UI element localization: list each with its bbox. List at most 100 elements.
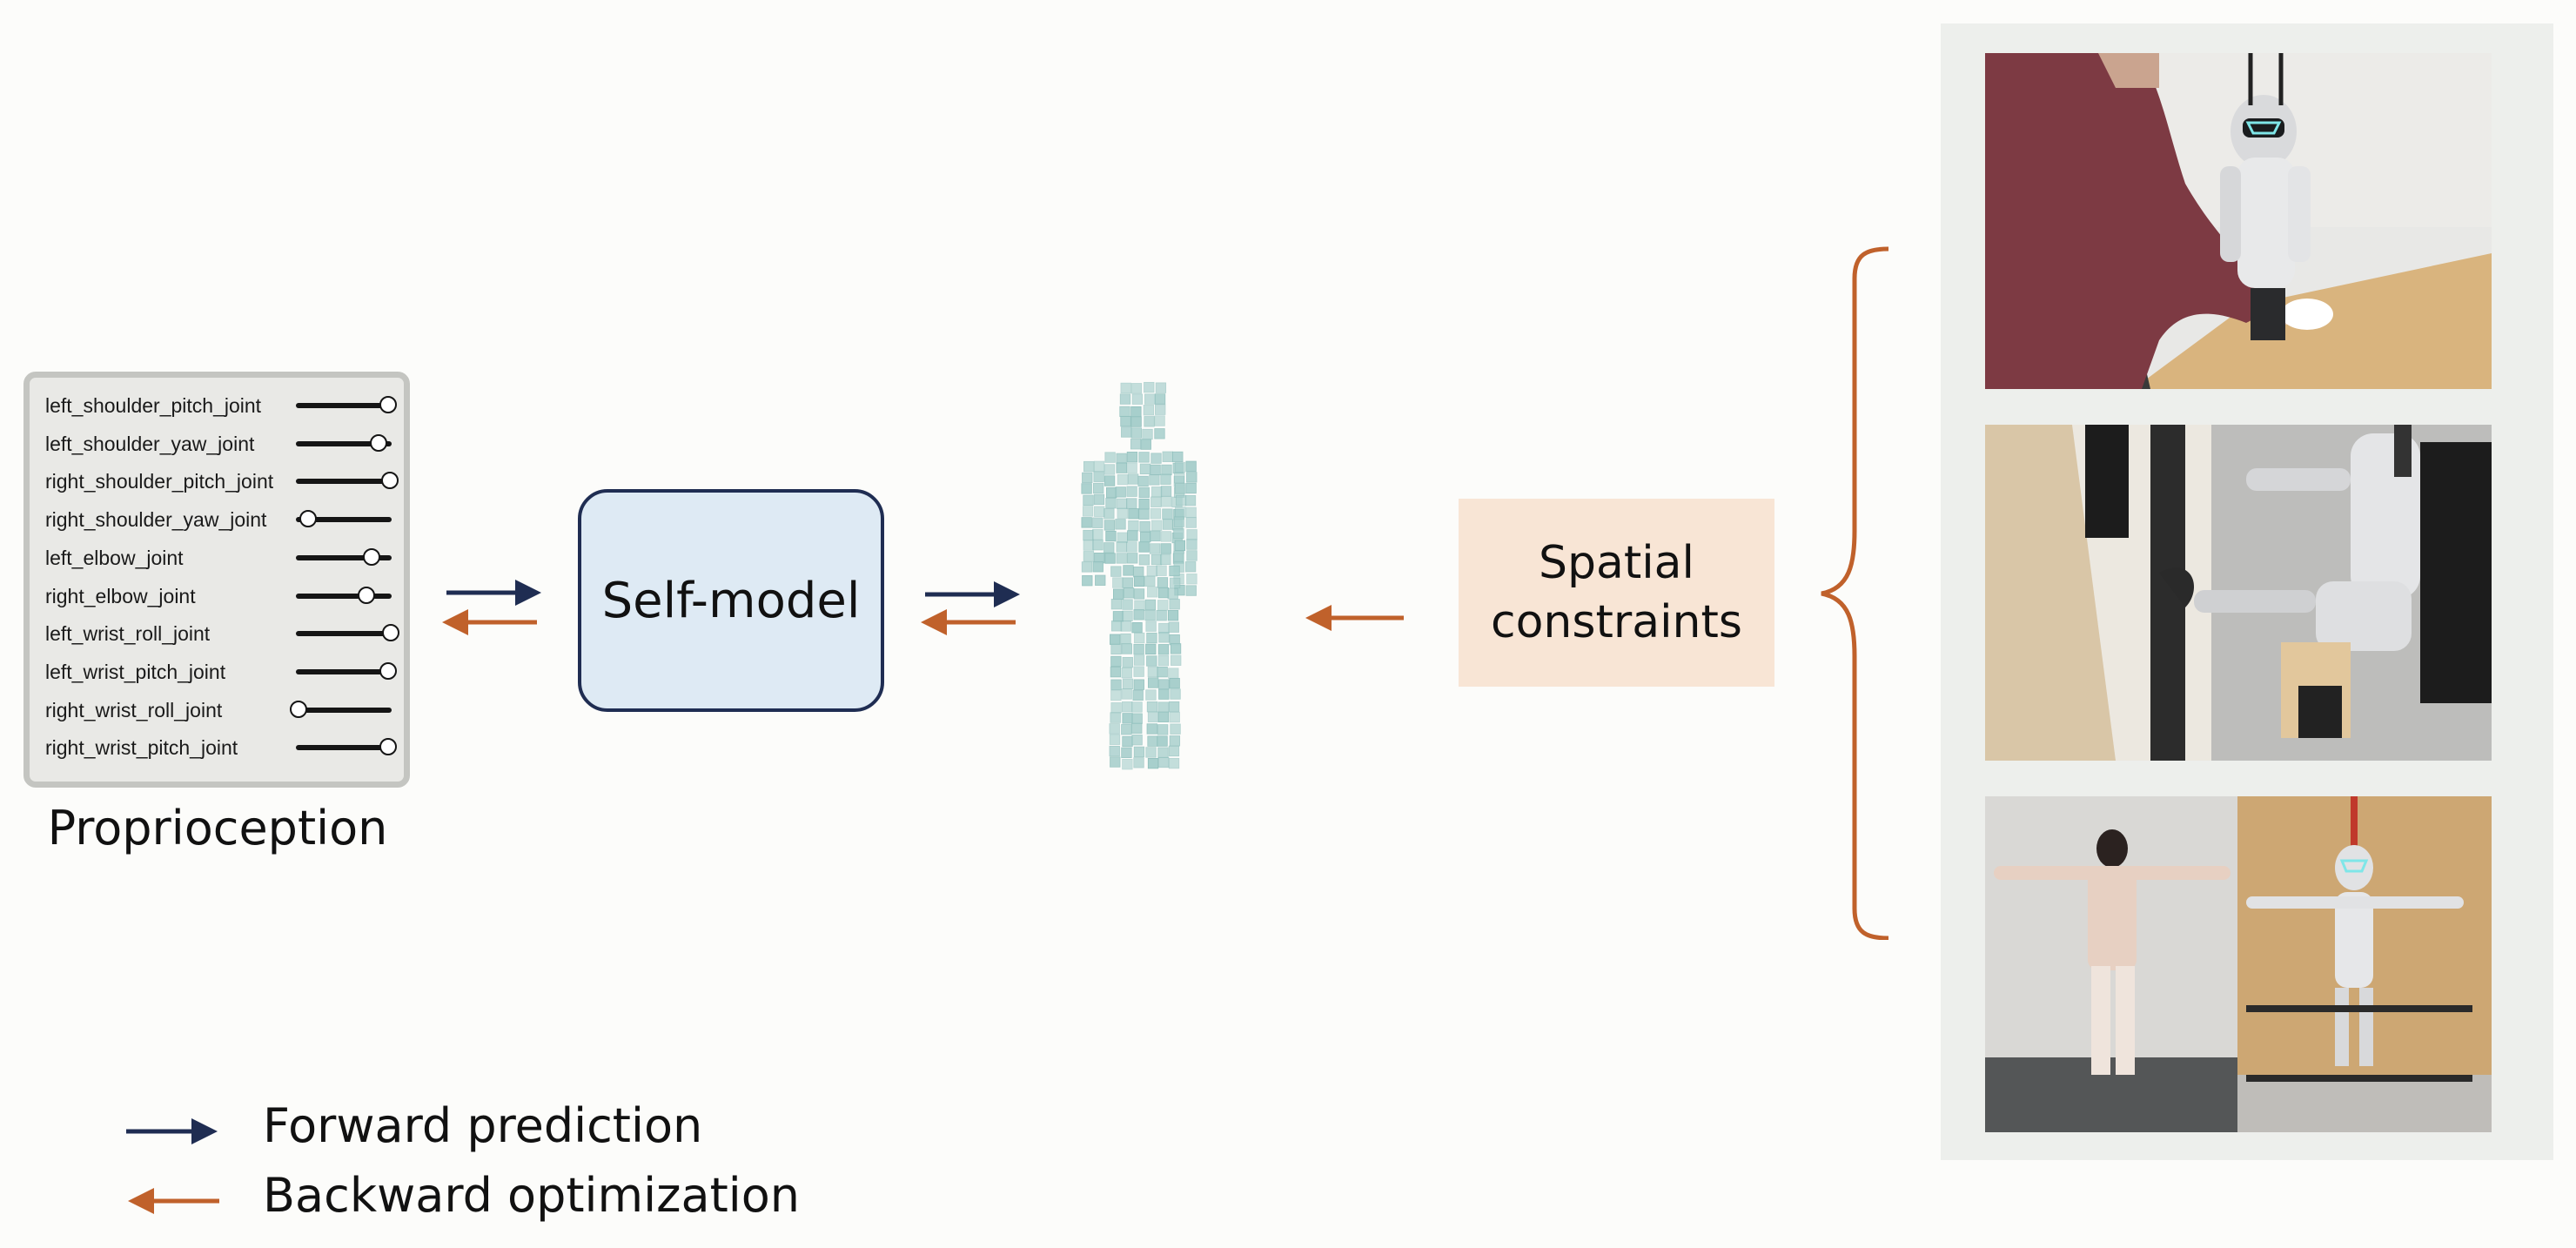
voxel-cube	[1174, 483, 1186, 494]
voxel-cube	[1106, 486, 1117, 499]
voxel-cube	[1121, 643, 1132, 654]
joint-slider[interactable]	[296, 624, 399, 642]
voxel-cube	[1110, 655, 1122, 668]
slider-knob[interactable]	[290, 700, 308, 718]
joint-slider[interactable]	[296, 510, 392, 528]
voxel-cube	[1186, 574, 1197, 585]
voxel-cube	[1110, 666, 1122, 678]
voxel-cube	[1133, 575, 1145, 587]
joint-slider[interactable]	[296, 586, 392, 604]
voxel-cube	[1168, 701, 1180, 713]
voxel-cube	[1081, 561, 1093, 573]
voxel-cube	[1157, 577, 1169, 588]
voxel-cube	[1146, 632, 1157, 644]
voxel-cube	[1169, 735, 1181, 747]
voxel-cube	[1122, 577, 1133, 588]
joint-label: right_elbow_joint	[45, 584, 196, 607]
voxel-cube	[1157, 600, 1169, 611]
slider-knob[interactable]	[379, 661, 397, 680]
voxel-cube	[1092, 540, 1104, 551]
voxel-cube	[1104, 520, 1116, 531]
voxel-cube	[1122, 735, 1133, 748]
joint-slider[interactable]	[296, 472, 399, 490]
voxel-cube	[1123, 565, 1134, 576]
joint-label: left_elbow_joint	[45, 546, 184, 569]
voxel-cube	[1138, 452, 1150, 463]
voxel-cube	[1157, 735, 1168, 747]
voxel-cube	[1133, 567, 1144, 578]
spatial-constraints-line2: constraints	[1491, 596, 1742, 648]
joint-label: right_shoulder_yaw_joint	[45, 508, 267, 532]
voxel-cube	[1145, 747, 1157, 758]
voxel-cube	[1115, 519, 1126, 530]
slider-knob[interactable]	[379, 396, 397, 413]
slider-knob[interactable]	[358, 586, 376, 604]
voxel-cube	[1104, 542, 1115, 554]
voxel-cube	[1120, 415, 1131, 427]
joint-slider[interactable]	[296, 547, 392, 566]
slider-knob[interactable]	[299, 510, 318, 528]
voxel-cube	[1147, 711, 1159, 722]
voxel-cube	[1134, 600, 1145, 611]
voxel-cube	[1173, 551, 1184, 562]
voxel-cube	[1131, 622, 1143, 634]
voxel-cube	[1155, 382, 1167, 393]
voxel-cube	[1146, 701, 1158, 713]
voxel-cube	[1081, 483, 1092, 494]
voxel-cube	[1167, 588, 1178, 600]
slider-knob[interactable]	[380, 472, 399, 490]
voxel-cube	[1081, 517, 1092, 528]
voxel-cube	[1117, 507, 1128, 519]
voxel-cube	[1168, 668, 1179, 679]
voxel-cube	[1131, 713, 1143, 724]
human-robot-pose-mimic-photo	[1985, 796, 2492, 1132]
voxel-cube	[1172, 451, 1184, 463]
voxel-humanoid-figure	[1081, 381, 1197, 770]
voxel-cube	[1160, 486, 1172, 497]
voxel-cube	[1169, 565, 1180, 577]
voxel-cube	[1104, 553, 1116, 564]
voxel-cube	[1186, 539, 1197, 550]
voxel-cube	[1157, 756, 1170, 768]
voxel-cube	[1157, 654, 1170, 667]
voxel-cube	[1121, 426, 1132, 438]
joint-slider[interactable]	[296, 433, 392, 452]
voxel-cube	[1092, 517, 1104, 528]
voxel-cube	[1185, 507, 1197, 518]
self-model-box: Self-model	[578, 489, 884, 712]
voxel-cube	[1173, 527, 1184, 540]
voxel-cube	[1110, 679, 1122, 690]
voxel-cube	[1130, 406, 1142, 418]
voxel-cube	[1146, 655, 1157, 667]
voxel-cube	[1131, 701, 1143, 713]
voxel-cube	[1093, 460, 1105, 473]
voxel-cube	[1168, 757, 1180, 769]
joint-label: left_shoulder_pitch_joint	[45, 394, 262, 417]
slider-knob[interactable]	[369, 433, 387, 452]
joint-slider[interactable]	[296, 738, 397, 756]
voxel-cube	[1093, 482, 1104, 494]
voxel-cube	[1133, 666, 1144, 677]
voxel-cube	[1083, 529, 1094, 541]
voxel-cube	[1157, 747, 1169, 758]
proprioception-title: Proprioception	[47, 801, 388, 855]
joint-row: right_elbow_joint	[30, 580, 404, 612]
voxel-cube	[1110, 621, 1123, 632]
voxel-cube	[1138, 508, 1150, 520]
voxel-cube	[1126, 451, 1138, 463]
voxel-cube	[1126, 462, 1137, 473]
voxel-cube	[1120, 633, 1131, 645]
voxel-cube	[1158, 679, 1170, 690]
proprio-selfmodel-arrows	[442, 580, 541, 635]
voxel-cube	[1161, 496, 1172, 507]
slider-knob[interactable]	[381, 624, 399, 642]
slider-knob[interactable]	[362, 547, 380, 566]
joint-slider[interactable]	[296, 661, 397, 680]
slider-knob[interactable]	[379, 738, 397, 756]
voxel-cube	[1160, 473, 1171, 485]
voxel-cube	[1082, 472, 1093, 484]
voxel-cube	[1186, 550, 1197, 561]
joint-slider[interactable]	[296, 396, 397, 413]
joint-slider[interactable]	[290, 700, 392, 718]
voxel-cube	[1095, 574, 1106, 586]
